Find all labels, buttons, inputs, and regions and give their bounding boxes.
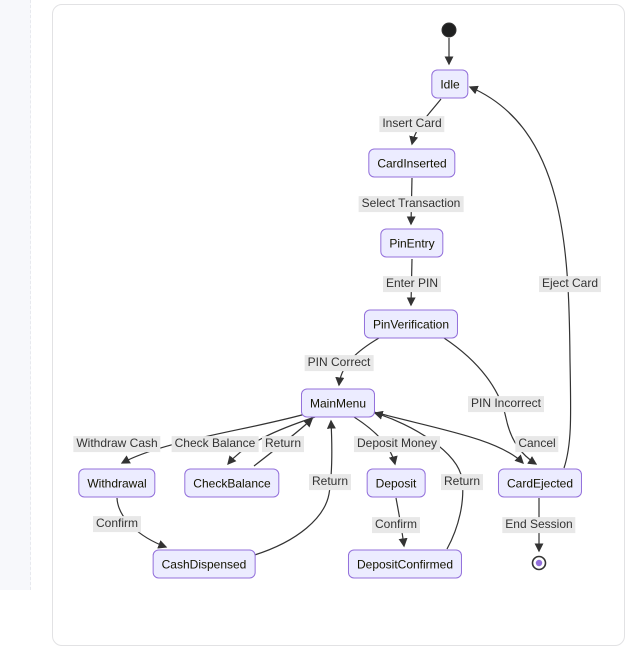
state-deposit: Deposit (366, 468, 426, 498)
diagram-page: Insert Card Select Transaction Enter PIN… (0, 0, 625, 646)
edge-label-confirm-withdrawal: Confirm (92, 516, 142, 532)
edge-mainmenu-to-cardejected (369, 410, 524, 464)
edge-label-check-balance: Check Balance (171, 436, 259, 452)
edge-label-end-session: End Session (502, 517, 576, 533)
state-deposit-confirmed: DepositConfirmed (347, 549, 463, 579)
final-state-inner-dot (535, 559, 543, 567)
edge-label-insert-card: Insert Card (379, 116, 445, 132)
diagram-card (52, 4, 625, 646)
state-card-ejected: CardEjected (497, 468, 583, 498)
state-idle: Idle (431, 69, 469, 99)
edge-label-cancel: Cancel (515, 436, 559, 452)
edge-label-enter-pin: Enter PIN (382, 276, 442, 292)
initial-state-dot (441, 22, 457, 38)
edge-label-pin-correct: PIN Correct (304, 355, 374, 371)
edge-mainmenu-to-withdrawal (120, 412, 310, 464)
edge-label-return-from-check-balance: Return (261, 436, 305, 452)
edge-cashdispensed-to-mainmenu (247, 419, 336, 558)
state-cash-dispensed: CashDispensed (152, 549, 256, 579)
edges-layer (116, 22, 572, 571)
edge-label-withdraw-cash: Withdraw Cash (73, 436, 161, 452)
edge-label-confirm-deposit: Confirm (371, 517, 421, 533)
state-withdrawal: Withdrawal (78, 468, 156, 498)
state-card-inserted: CardInserted (368, 148, 456, 178)
edge-label-eject-card: Eject Card (538, 276, 602, 292)
edge-pinverification-to-cardejected (443, 337, 538, 465)
edge-label-select-transaction: Select Transaction (358, 196, 464, 212)
edge-label-return-from-deposit-confirmed: Return (440, 474, 484, 490)
state-pin-verification: PinVerification (363, 309, 459, 339)
left-rail (0, 0, 31, 590)
edge-label-return-from-cash-dispensed: Return (308, 474, 352, 490)
state-pin-entry: PinEntry (380, 228, 444, 258)
edge-cardejected-to-idle (468, 85, 572, 469)
edge-label-deposit-money: Deposit Money (353, 436, 441, 452)
state-check-balance: CheckBalance (184, 468, 280, 498)
edge-label-pin-incorrect: PIN Incorrect (467, 396, 545, 412)
state-main-menu: MainMenu (300, 388, 376, 418)
